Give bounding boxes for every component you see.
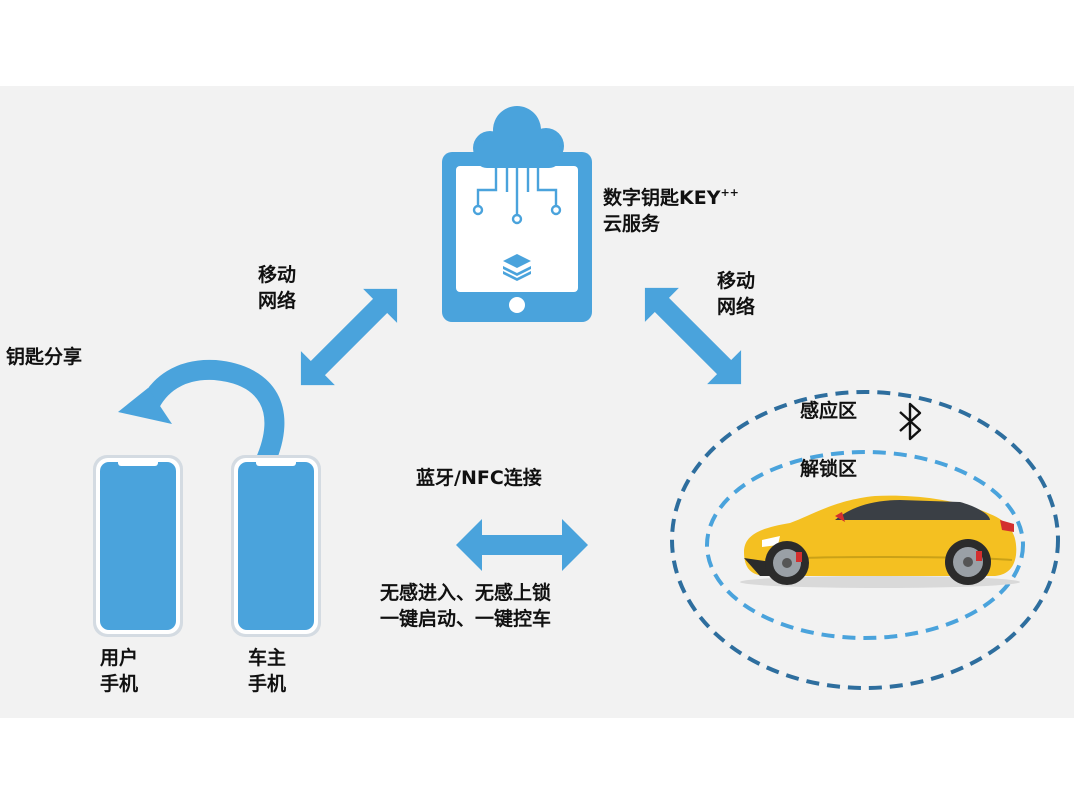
cloud-service-title: 数字钥匙KEY++ 云服务 <box>603 180 739 237</box>
owner-phone-line2: 手机 <box>248 673 287 695</box>
unlock-zone-label: 解锁区 <box>800 458 858 480</box>
double-arrow-icon-left-network <box>300 288 398 386</box>
owner-phone-line1: 车主 <box>248 647 287 669</box>
layers-icon <box>503 254 531 281</box>
features-label: 无感进入、无感上锁 一键启动、一键控车 <box>380 580 551 632</box>
cloud-service-title-line2: 云服务 <box>603 213 661 235</box>
user-phone-label: 用户 手机 <box>100 645 138 697</box>
double-arrow-icon-bt <box>456 519 588 571</box>
double-arrow-icon-right-network <box>644 287 742 385</box>
sensing-zone-label: 感应区 <box>800 400 858 422</box>
right-network-line2: 网络 <box>717 296 756 318</box>
phone-icon-user <box>93 455 183 637</box>
sensing-zone-ellipse <box>670 390 1060 690</box>
user-phone-line2: 手机 <box>100 673 139 695</box>
right-network-label: 移动 网络 <box>717 268 755 320</box>
bluetooth-icon <box>899 402 922 441</box>
owner-phone-label: 车主 手机 <box>248 645 286 697</box>
key-share-label: 钥匙分享 <box>6 346 83 368</box>
cloud-service-title-sup: ++ <box>720 186 739 199</box>
features-line2: 一键启动、一键控车 <box>380 608 552 630</box>
bt-nfc-label: 蓝牙/NFC连接 <box>416 467 542 489</box>
phone-icon-owner <box>231 455 321 637</box>
right-network-line1: 移动 <box>717 270 756 292</box>
unlock-zone-ellipse <box>705 450 1025 640</box>
left-network-line1: 移动 <box>258 264 297 286</box>
circuit-lines <box>472 168 562 225</box>
tablet-icon <box>442 152 592 322</box>
features-line1: 无感进入、无感上锁 <box>380 582 552 604</box>
left-network-label: 移动 网络 <box>258 262 296 314</box>
curved-arrow-icon <box>118 359 285 467</box>
cloud-service-title-line1: 数字钥匙KEY <box>603 187 721 209</box>
user-phone-line1: 用户 <box>100 647 139 669</box>
car-icon <box>740 495 1020 588</box>
left-network-line2: 网络 <box>258 290 297 312</box>
cloud-icon <box>473 106 564 168</box>
